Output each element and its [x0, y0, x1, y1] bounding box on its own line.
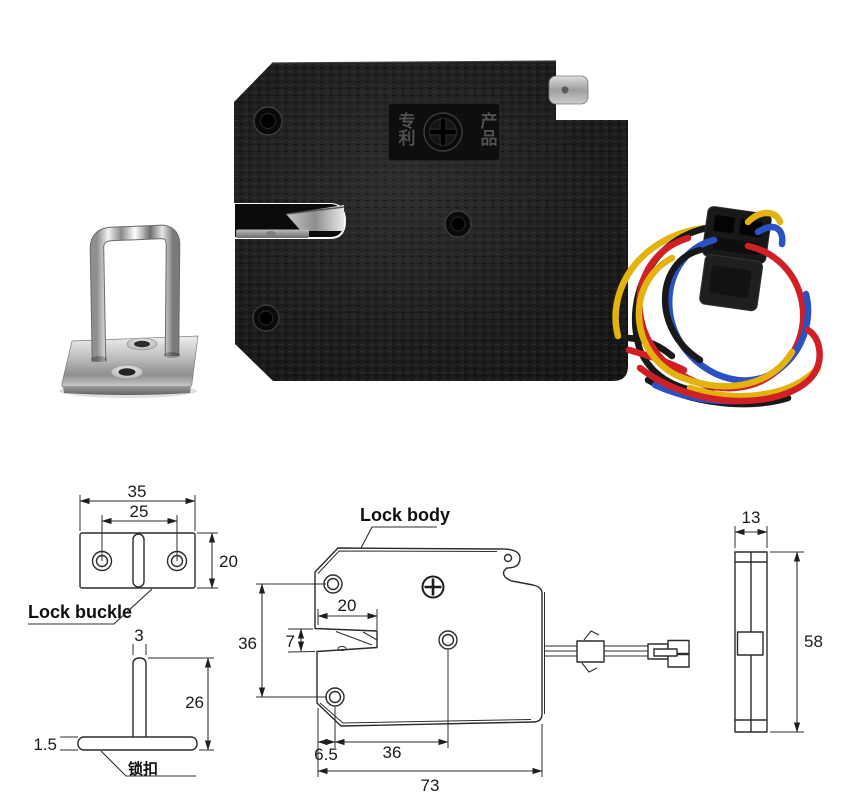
wire-yellow-stub: [744, 209, 784, 226]
wire-yellow-back: [612, 224, 709, 340]
buckle-side-view: 3 26 1.5 锁扣: [33, 626, 214, 778]
lock-body-label: Lock body: [360, 505, 450, 525]
dim-text-20: 20: [338, 596, 357, 615]
dim-buckle-hole-spacing: 25: [101, 502, 178, 561]
dim-text-35: 35: [128, 482, 147, 501]
body-inner-bottom: [319, 702, 532, 724]
latch-diagonal: [335, 630, 373, 646]
lock-body-front-view: 36 20 7 6.5 36 73 Lock body: [238, 505, 690, 795]
dim-notch-width: 20: [317, 596, 378, 630]
molded-text-left: 专利: [396, 111, 416, 147]
front-wires: [545, 630, 690, 673]
leg-seam-right: [164, 352, 180, 358]
dim-notch-height: 7: [286, 628, 316, 653]
nameplate: 专利 产品: [387, 102, 501, 162]
wire-blue-loop: [666, 236, 812, 384]
dim-text-20h: 20: [219, 552, 238, 571]
body-inner-top: [317, 550, 498, 574]
latch-wedge: [286, 205, 344, 231]
dim-buckle-height: 20: [197, 532, 238, 589]
wire-harness-photo: [612, 206, 823, 408]
leg-seam-left: [91, 356, 107, 362]
plug-bottom: [667, 653, 690, 668]
dim-bar-height: 26: [148, 657, 214, 751]
buckle-hole-front-bore: [118, 368, 136, 376]
buckle-hoop-chrome: [90, 225, 180, 363]
body-hole-topleft: [253, 106, 283, 136]
screw: [423, 112, 463, 152]
dim-text-36-bottom: 36: [383, 743, 402, 762]
dim-text-36-left: 36: [238, 634, 257, 653]
lock-body-label-leader: [360, 526, 437, 549]
body-hole-center: [444, 210, 472, 238]
dim-bottom-chain: 6.5 36 73: [314, 650, 543, 795]
inline-connector: [576, 640, 605, 663]
wire-red-tail: [636, 326, 823, 405]
latch-pin: [337, 646, 347, 651]
dim-plate-thickness: 1.5: [33, 735, 78, 754]
dim-text-1-5: 1.5: [33, 735, 57, 754]
lock-body-side-view: 13 58: [734, 508, 823, 733]
dim-side-width: 13: [734, 508, 768, 548]
dim-text-73: 73: [421, 776, 440, 795]
latch-diagonal-2: [362, 631, 378, 641]
front-hole-center: [438, 630, 458, 650]
wire-connector: [699, 206, 772, 312]
buckle-bar-outline: [132, 657, 147, 737]
buckle-cn-leader: [100, 750, 196, 777]
buckle-cn-label: 锁扣: [128, 760, 158, 778]
dim-side-total-height: 58: [770, 551, 823, 733]
dim-text-26: 26: [185, 693, 204, 712]
body-top-highlight: [271, 60, 557, 64]
wire-yellow-loop: [635, 254, 796, 390]
body-hole-bottomleft: [252, 304, 280, 332]
dim-text-7: 7: [286, 632, 295, 651]
dim-bar-width: 3: [132, 626, 147, 655]
buckle-center-slot: [132, 533, 145, 588]
dim-text-6-5: 6.5: [314, 745, 338, 764]
dim-text-13: 13: [742, 508, 761, 527]
molded-text-right: 产品: [478, 111, 498, 147]
wire-black-inner: [661, 246, 704, 364]
dim-side-height: 36: [238, 583, 327, 698]
side-middle-box: [736, 631, 764, 656]
buckle-hole-top-bore: [134, 340, 150, 348]
buckle-label-leader: [28, 588, 153, 625]
latch-wedge-edge: [286, 206, 345, 215]
tab-hole-drawing: [503, 553, 513, 563]
dim-text-58: 58: [804, 632, 823, 651]
dim-text-3: 3: [134, 626, 143, 645]
dim-buckle-width: 35: [79, 482, 196, 531]
buckle-plate-outline: [79, 532, 196, 589]
body-texture: [234, 61, 628, 381]
latch-strip-bump: [266, 231, 276, 236]
lock-buckle-photo: [59, 224, 199, 398]
buckle-plate-front-edge: [63, 386, 191, 395]
buckle-label: Lock buckle: [28, 602, 132, 622]
lock-body-photo: 专利 产品: [234, 60, 628, 381]
wire-blue-stub: [754, 223, 786, 248]
metal-tab: [548, 75, 589, 105]
body-outline: [314, 547, 543, 727]
buckle-base-outline: [77, 736, 198, 751]
dim-text-25: 25: [130, 502, 149, 521]
front-screw: [421, 575, 445, 599]
buckle-top-view: 35 25 20 Lock buckle: [28, 482, 238, 625]
plug-latch: [653, 648, 678, 657]
